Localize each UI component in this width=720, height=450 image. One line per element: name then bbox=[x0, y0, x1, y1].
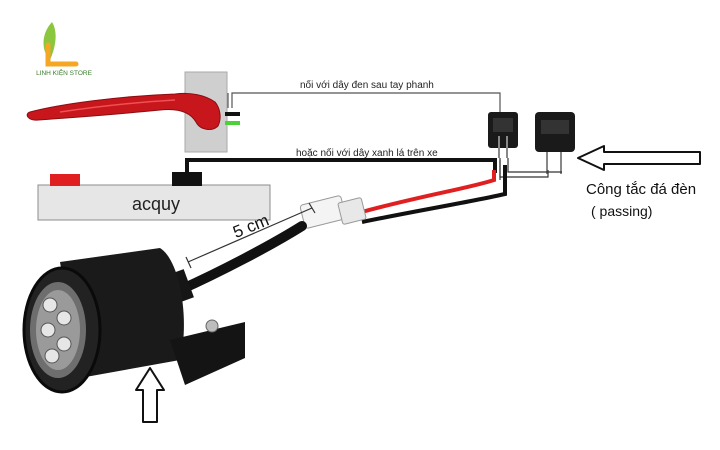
green-wire-note: hoặc nối với dây xanh lá trên xe bbox=[296, 147, 438, 159]
led-spotlight-icon bbox=[22, 248, 245, 394]
rocker-switch-small bbox=[488, 112, 518, 158]
switch-title: Công tắc đá đèn bbox=[586, 181, 696, 198]
hollow-arrow-up-icon bbox=[135, 367, 165, 423]
hollow-arrow-left-icon bbox=[577, 145, 701, 171]
black-wire-to-switch bbox=[361, 165, 507, 224]
switch-subtitle: ( passing) bbox=[591, 203, 652, 219]
switch-bridge-wire-2 bbox=[507, 158, 562, 173]
battery: acquy bbox=[37, 172, 271, 221]
brake-signal-wire bbox=[227, 92, 501, 120]
battery-label: acquy bbox=[132, 194, 180, 214]
battery-negative-terminal bbox=[172, 172, 202, 186]
brake-lever-icon bbox=[26, 92, 221, 130]
green-wire-stub bbox=[225, 121, 240, 125]
store-logo: LINH KIỆN STORE bbox=[36, 22, 93, 77]
battery-positive-terminal bbox=[50, 174, 80, 186]
brake-wire-note: nối với dây đen sau tay phanh bbox=[300, 79, 434, 91]
lamp-cable bbox=[175, 221, 307, 295]
red-wire bbox=[361, 170, 496, 214]
black-wire-stub bbox=[225, 112, 240, 116]
logo-brand-text: LINH KIỆN STORE bbox=[36, 68, 93, 77]
plug-connector bbox=[299, 195, 367, 229]
switch-bridge-wire bbox=[499, 158, 549, 178]
ground-wire bbox=[185, 158, 497, 173]
lamp-bracket bbox=[170, 322, 245, 385]
logo-letter-l bbox=[45, 42, 79, 67]
rocker-switch-icon bbox=[535, 112, 575, 174]
